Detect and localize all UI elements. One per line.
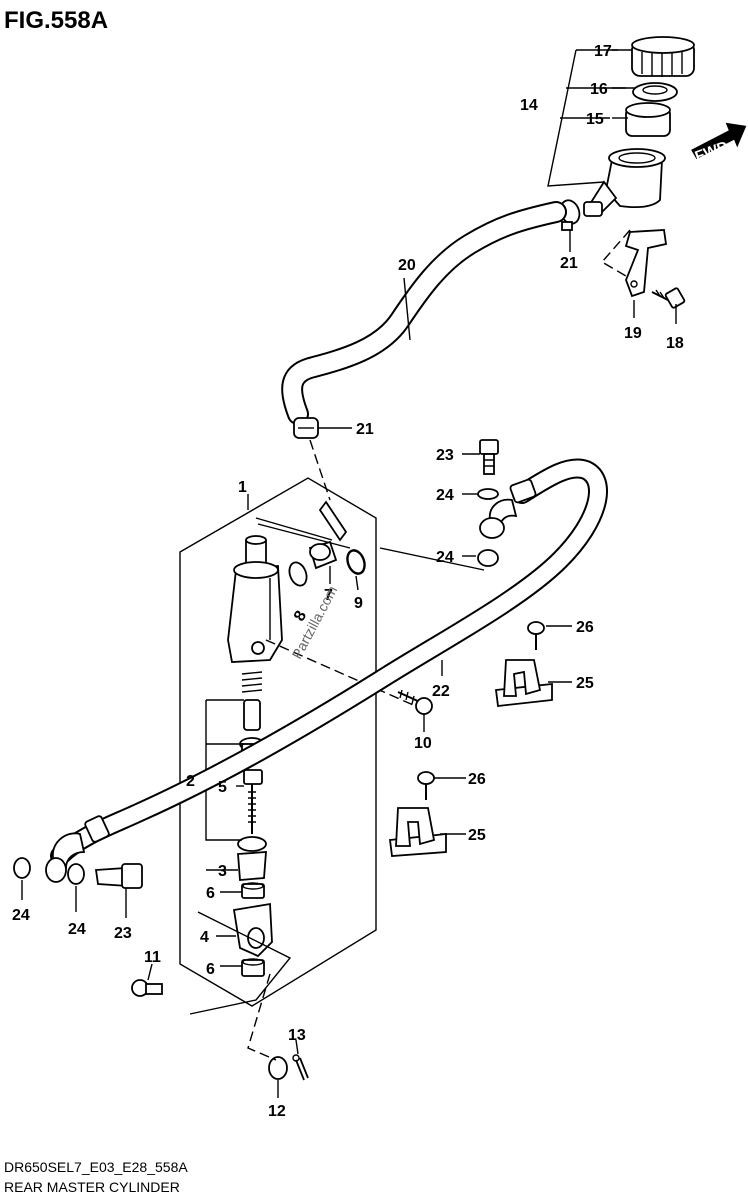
reservoir-tank[interactable] [583, 148, 666, 217]
callout-1[interactable]: 1 [238, 479, 247, 496]
callout-24-upper-1[interactable]: 24 [436, 487, 454, 504]
callout-12[interactable]: 12 [268, 1103, 286, 1120]
callout-26-upper[interactable]: 26 [576, 619, 594, 636]
washer-upper-1[interactable] [477, 488, 499, 500]
figure-code: DR650SEL7_E03_E28_558A [4, 1159, 188, 1175]
reservoir-hose[interactable] [281, 201, 567, 425]
hose-guide-lower[interactable] [388, 807, 447, 857]
callout-7[interactable]: 7 [324, 587, 333, 604]
callout-5[interactable]: 5 [218, 779, 227, 796]
watermark: Partzilla.com [289, 583, 341, 661]
reservoir-cap[interactable] [631, 36, 695, 77]
callout-24-upper-2[interactable]: 24 [436, 549, 454, 566]
callout-9[interactable]: 9 [354, 595, 363, 612]
washer-upper-2[interactable] [477, 549, 499, 567]
washer-12[interactable] [268, 1056, 288, 1080]
callout-17[interactable]: 17 [594, 43, 612, 60]
brake-hose[interactable] [50, 458, 608, 866]
figure-name: REAR MASTER CYLINDER [4, 1179, 180, 1195]
mounting-bolt-10[interactable] [397, 689, 433, 715]
callout-10[interactable]: 10 [414, 735, 432, 752]
piston-spring[interactable] [241, 671, 263, 731]
cap-plate[interactable] [632, 82, 678, 102]
rod-end[interactable] [232, 902, 273, 958]
callout-2[interactable]: 2 [186, 773, 195, 790]
callout-15[interactable]: 15 [586, 111, 604, 128]
circlip[interactable] [344, 548, 367, 576]
nut-upper[interactable] [241, 882, 265, 899]
callout-23-lower[interactable]: 23 [114, 925, 132, 942]
hose-joint[interactable] [308, 540, 338, 570]
callout-25-lower[interactable]: 25 [468, 827, 486, 844]
fwd-arrow-icon: FWD [691, 122, 747, 166]
fwd-label: FWD [693, 138, 731, 166]
callout-6-upper[interactable]: 6 [206, 885, 215, 902]
boot[interactable] [237, 836, 267, 881]
callout-19[interactable]: 19 [624, 325, 642, 342]
master-cylinder-body[interactable] [227, 535, 283, 663]
hose-fitting-left[interactable] [45, 815, 110, 883]
callout-24-lower-1[interactable]: 24 [12, 907, 30, 924]
union-bolt-lower[interactable] [94, 863, 143, 889]
callout-13[interactable]: 13 [288, 1027, 306, 1044]
hose-guide-upper[interactable] [494, 659, 553, 707]
union-bolt-upper[interactable] [479, 439, 499, 475]
washer-lower-1[interactable] [13, 857, 31, 879]
callout-26-lower[interactable]: 26 [468, 771, 486, 788]
cotter-pin[interactable] [292, 1054, 309, 1081]
washer-lower-2[interactable] [67, 863, 85, 885]
mounting-bolt-11[interactable] [131, 979, 163, 997]
callout-24-lower-2[interactable]: 24 [68, 921, 86, 938]
nut-lower[interactable] [241, 958, 265, 977]
callout-4[interactable]: 4 [200, 929, 209, 946]
bracket-bolt[interactable] [651, 287, 686, 309]
push-rod[interactable] [243, 769, 263, 834]
callout-25-upper[interactable]: 25 [576, 675, 594, 692]
callout-18[interactable]: 18 [666, 335, 684, 352]
guide-screw-lower[interactable] [417, 771, 435, 800]
callout-21-lower[interactable]: 21 [356, 421, 374, 438]
figure-title: FIG.558A [4, 7, 108, 34]
callout-16[interactable]: 16 [590, 81, 608, 98]
callout-23-upper[interactable]: 23 [436, 447, 454, 464]
callout-22[interactable]: 22 [432, 683, 450, 700]
callout-20[interactable]: 20 [398, 257, 416, 274]
diaphragm[interactable] [625, 102, 671, 137]
reservoir-bracket[interactable] [624, 229, 668, 298]
callout-6-lower[interactable]: 6 [206, 961, 215, 978]
guide-screw-upper[interactable] [527, 621, 545, 650]
hose-fitting-right[interactable] [479, 478, 537, 539]
callout-21-upper[interactable]: 21 [560, 255, 578, 272]
callout-14[interactable]: 14 [520, 97, 538, 114]
cylinder-seal[interactable] [286, 560, 309, 588]
callout-11[interactable]: 11 [144, 949, 161, 966]
hose-clamp-lower[interactable] [293, 417, 319, 439]
callout-3[interactable]: 3 [218, 863, 227, 880]
